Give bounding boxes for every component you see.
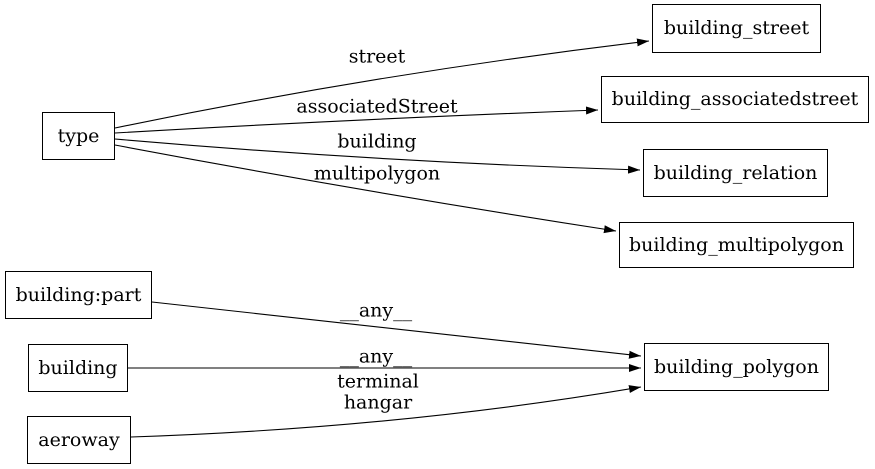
node-label: building:part xyxy=(15,283,142,306)
node-building_part: building:part xyxy=(5,271,152,319)
edge-label: multipolygon xyxy=(313,162,441,185)
edge-type-to-building_associatedstreet xyxy=(114,106,599,134)
edge-label: __any__ xyxy=(339,345,413,368)
edge-building_part-to-building_polygon xyxy=(151,301,642,359)
node-building_associatedstreet: building_associatedstreet xyxy=(601,76,869,123)
edge-type-to-building_relation xyxy=(114,138,641,174)
node-building_street: building_street xyxy=(652,4,821,53)
edge-type-to-building_street xyxy=(114,38,650,129)
edge-label: hangar xyxy=(343,391,413,414)
node-label: building xyxy=(38,356,118,379)
edge-label: building xyxy=(337,130,417,153)
node-type: type xyxy=(42,112,115,160)
node-label: building_street xyxy=(663,17,810,39)
node-label: building_polygon xyxy=(654,355,819,378)
edge-label: street xyxy=(348,45,406,68)
node-label: building_associatedstreet xyxy=(611,88,859,110)
node-label: building_relation xyxy=(653,161,818,184)
node-label: building_multipolygon xyxy=(629,233,844,256)
edge-type-to-building_multipolygon xyxy=(114,144,617,234)
node-building_polygon: building_polygon xyxy=(644,343,829,391)
edge-label: associatedStreet xyxy=(296,95,458,118)
node-aeroway: aeroway xyxy=(27,416,131,464)
edge-label: terminal xyxy=(337,370,419,393)
node-label: type xyxy=(57,124,100,147)
node-building_multipolygon: building_multipolygon xyxy=(619,222,854,268)
edge-aeroway-to-building_polygon xyxy=(130,385,642,438)
node-building: building xyxy=(28,344,128,392)
node-building_relation: building_relation xyxy=(643,149,828,197)
node-label: aeroway xyxy=(38,428,120,451)
edge-label: __any__ xyxy=(339,299,413,322)
